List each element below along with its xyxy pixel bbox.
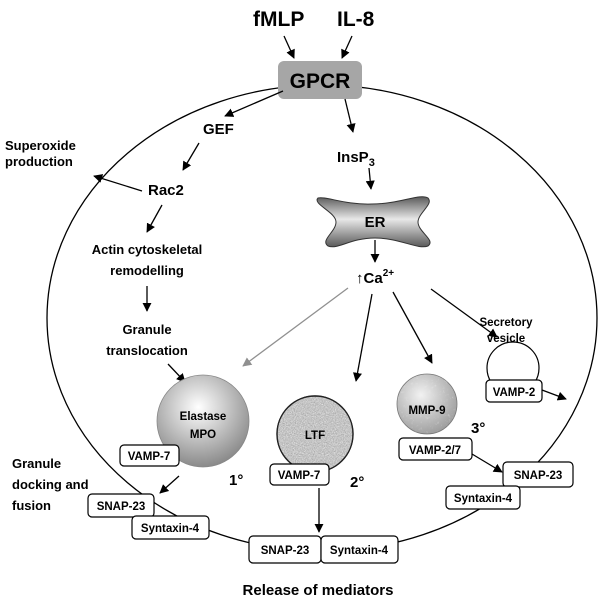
docking-label-3: fusion (12, 498, 51, 513)
arrow-calcium-secretory (430, 288, 498, 338)
primary-granule-content-1: Elastase (180, 411, 227, 423)
arrow-primary-fusion (159, 475, 180, 494)
primary-vamp-box (119, 444, 180, 467)
secretory-label-1: Secretory (479, 317, 533, 329)
arrow-calcium-secondary (353, 293, 373, 382)
arrow-rac2-superoxide (93, 174, 143, 192)
arrow-gef-rac2 (182, 142, 200, 171)
secretory-vamp-box (485, 379, 543, 403)
tertiary-vamp-box (398, 437, 473, 461)
arrow-fmlp-gpcr (283, 35, 295, 59)
secondary-syntaxin-box (320, 535, 399, 564)
primary-syntaxin-label: Syntaxin-4 (141, 523, 200, 535)
tertiary-syntaxin-label: Syntaxin-4 (454, 493, 513, 505)
fmlp-label: fMLP (253, 8, 304, 31)
docking-label-2: docking and (12, 477, 89, 492)
secondary-granule-texture (277, 396, 353, 472)
translocation-label-1: Granule (122, 322, 171, 337)
primary-granule (156, 374, 250, 468)
secondary-snap-label: SNAP-23 (261, 545, 310, 557)
tertiary-vamp-label: VAMP-2/7 (409, 445, 461, 457)
gef-label: GEF (203, 121, 234, 138)
secondary-granule-content: LTF (305, 430, 325, 442)
arrow-translocation-primary (167, 363, 186, 383)
primary-snap-box (87, 493, 155, 518)
actin-label-1: Actin cytoskeletal (92, 242, 203, 257)
gpcr-receptor (278, 61, 362, 99)
gpcr-label: GPCR (290, 70, 351, 93)
rac2-label: Rac2 (148, 182, 184, 199)
secondary-vamp-box (269, 463, 330, 486)
superoxide-label-1: Superoxide (5, 138, 76, 153)
tertiary-snap-box (502, 461, 574, 488)
secondary-syntaxin-label: Syntaxin-4 (330, 545, 389, 557)
secondary-vamp-label: VAMP-7 (278, 470, 321, 482)
calcium-label: ↑Ca2+ (356, 268, 394, 287)
primary-granule-label: 1° (229, 472, 243, 489)
arrow-secretory-fusion (541, 389, 567, 401)
tertiary-snap-label: SNAP-23 (514, 470, 563, 482)
tertiary-granule-label: 3° (471, 420, 485, 437)
tertiary-syntaxin-box (445, 485, 521, 510)
tertiary-granule-content: MMP-9 (408, 405, 445, 417)
primary-vamp-label: VAMP-7 (128, 451, 171, 463)
arrow-il8-gpcr (341, 35, 353, 59)
endoplasmic-reticulum (316, 196, 431, 248)
primary-syntaxin-box (131, 515, 210, 540)
secretory-vamp-label: VAMP-2 (493, 387, 536, 399)
translocation-label-2: translocation (106, 343, 188, 358)
arrow-rac2-actin (146, 204, 163, 233)
il8-label: IL-8 (337, 8, 375, 31)
arrow-calcium-tertiary (392, 291, 433, 364)
er-label: ER (365, 214, 386, 231)
arrow-calcium-primary (242, 287, 349, 367)
arrow-gpcr-insp3 (344, 98, 356, 133)
tertiary-granule-texture (397, 374, 457, 434)
arrow-insp3-er (365, 167, 375, 190)
arrow-gpcr-gef (224, 90, 284, 117)
arrow-tertiary-fusion (471, 453, 503, 473)
actin-label-2: remodelling (110, 263, 184, 278)
secondary-granule-label: 2° (350, 474, 364, 491)
primary-snap-label: SNAP-23 (97, 501, 146, 513)
docking-label-1: Granule (12, 456, 61, 471)
primary-granule-content-2: MPO (190, 429, 216, 441)
release-of-mediators-label: Release of mediators (243, 582, 394, 599)
insp3-label: InsP3 (337, 149, 375, 169)
superoxide-label-2: production (5, 154, 73, 169)
